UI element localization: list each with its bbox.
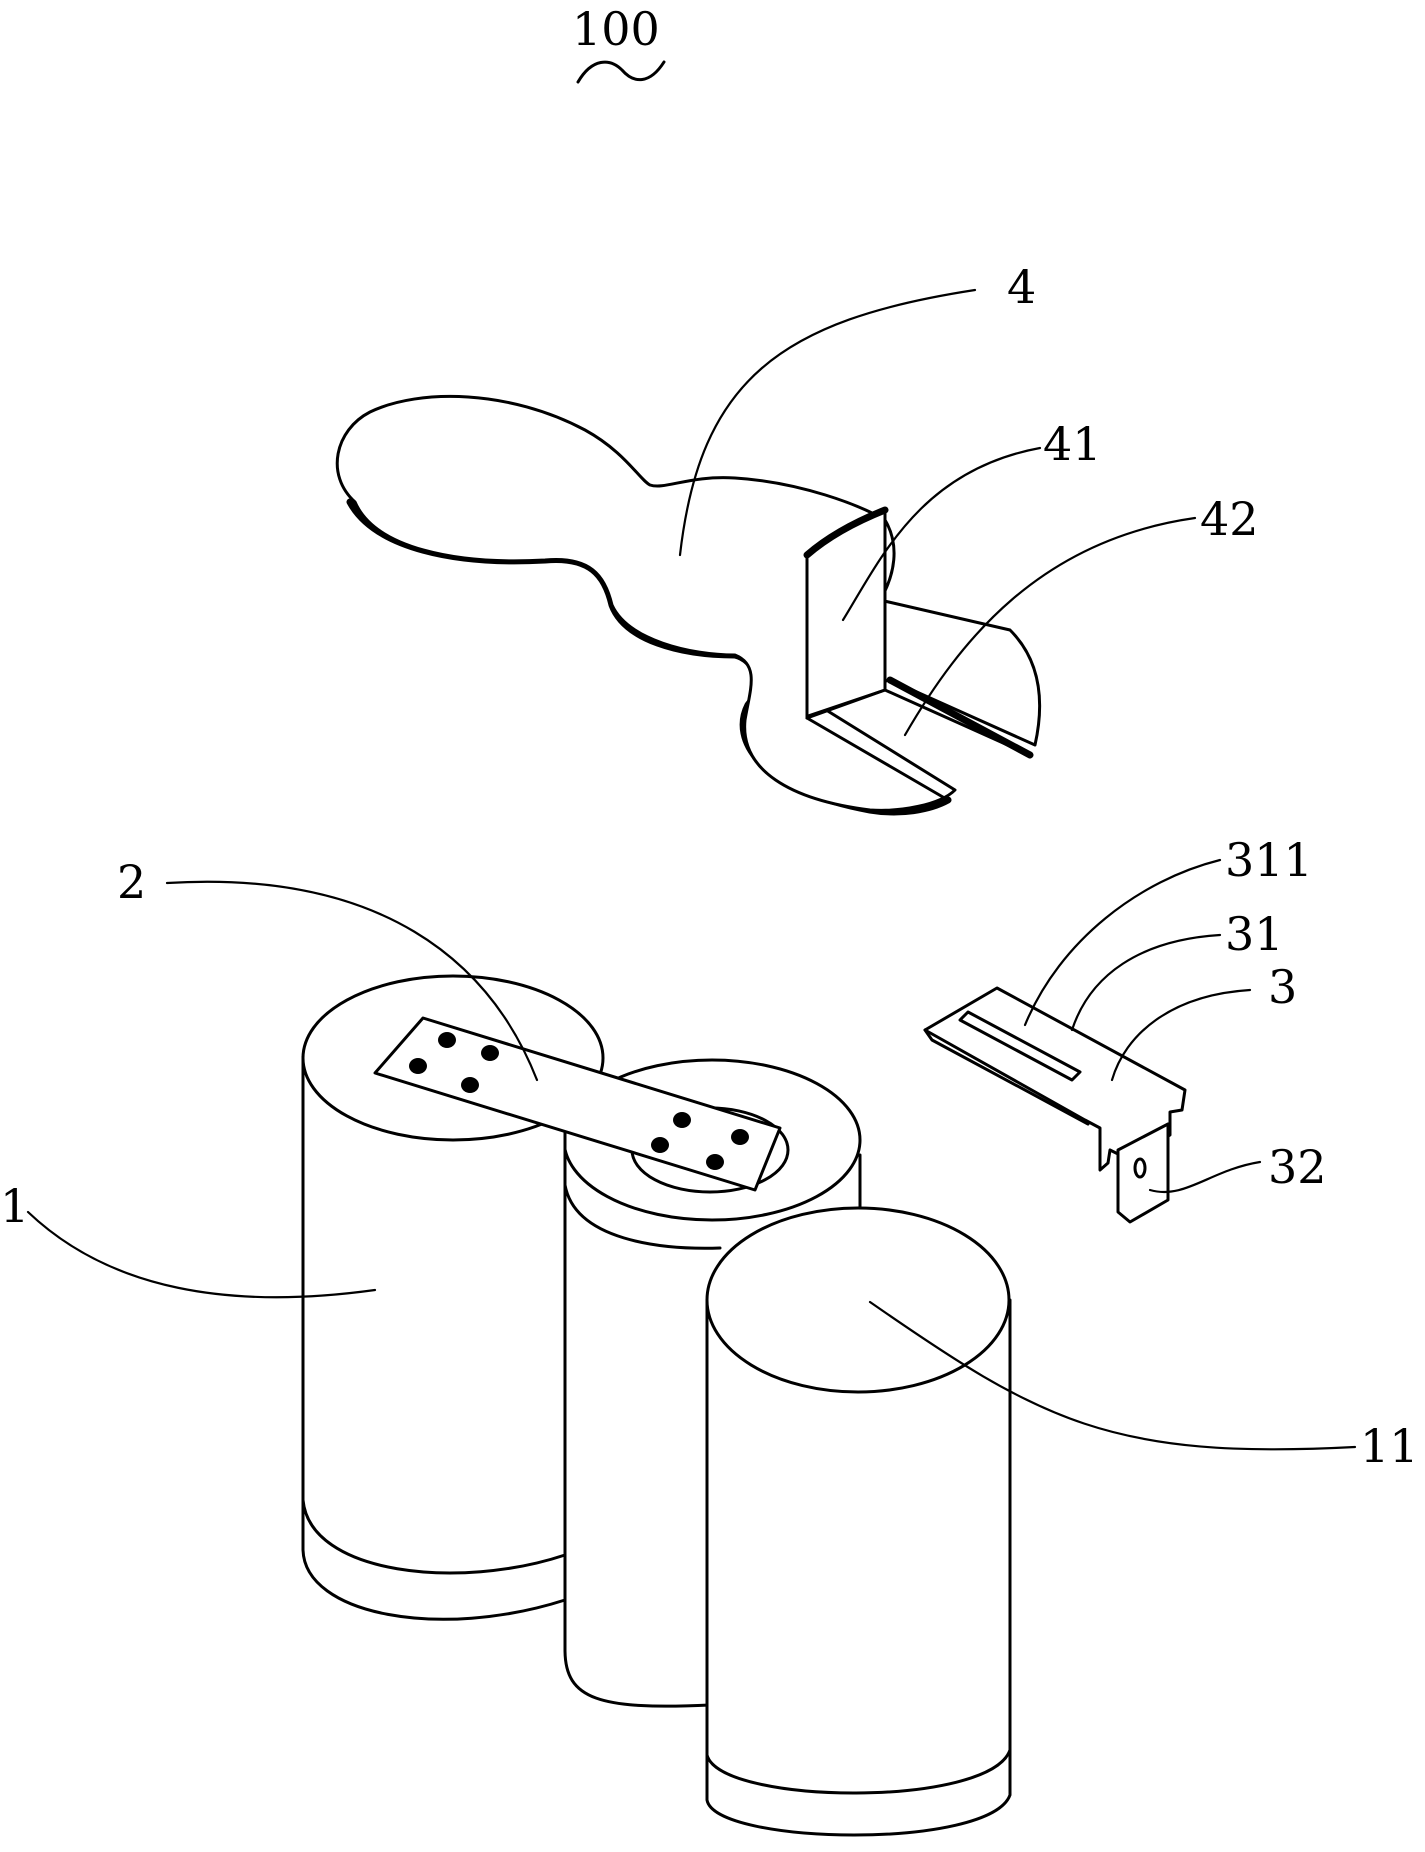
weld-dot — [706, 1154, 724, 1170]
label-11: 11 — [1360, 1419, 1419, 1473]
label-32: 32 — [1268, 1140, 1327, 1194]
weld-dot — [673, 1112, 691, 1128]
weld-dot — [651, 1137, 669, 1153]
weld-dot — [409, 1058, 427, 1074]
tilde-mark — [578, 62, 664, 82]
weld-dot — [731, 1129, 749, 1145]
label-100: 100 — [572, 2, 660, 56]
sheet-outline — [337, 396, 1039, 810]
cell-11 — [707, 1208, 1010, 1835]
label-3: 3 — [1268, 960, 1297, 1014]
cell-left-body — [303, 1057, 565, 1619]
label-311: 311 — [1225, 833, 1313, 887]
leader-31 — [1072, 935, 1220, 1030]
weld-dot — [461, 1077, 479, 1093]
label-2: 2 — [117, 855, 146, 909]
label-1: 1 — [0, 1179, 29, 1233]
weld-dot — [438, 1032, 456, 1048]
terminal-3 — [925, 988, 1185, 1222]
insulating-sheet-4 — [337, 396, 1039, 812]
label-4: 4 — [1007, 260, 1036, 314]
label-41: 41 — [1043, 417, 1102, 471]
leader-311 — [1025, 860, 1220, 1025]
label-31: 31 — [1225, 907, 1284, 961]
label-42: 42 — [1200, 492, 1259, 546]
weld-dot — [481, 1045, 499, 1061]
